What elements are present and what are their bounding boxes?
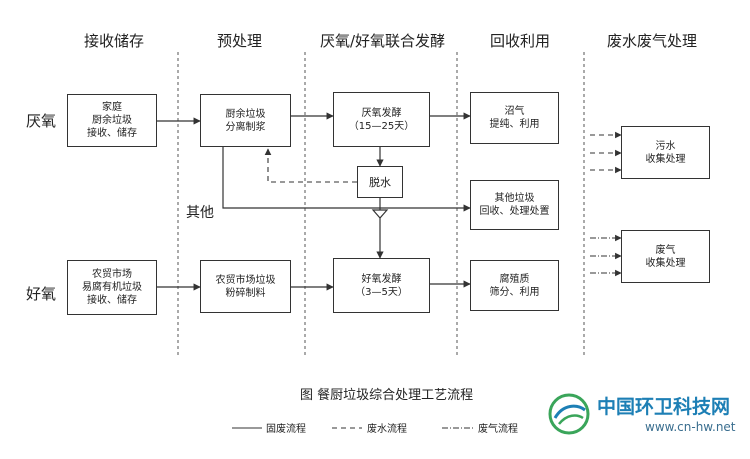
box-sewage-line2: 收集处理 <box>645 153 686 165</box>
box-kitchen-separation-line2: 分离制浆 <box>225 121 266 133</box>
box-home-collect-line3: 接收、储存 <box>87 128 137 139</box>
box-dehydrate: 脱水 <box>357 166 403 198</box>
box-exhaust-line1: 废气 <box>655 244 676 256</box>
row-label-aerobic: 好氧 <box>26 285 57 303</box>
figure-caption: 图 餐厨垃圾综合处理工艺流程 <box>300 388 474 403</box>
box-biogas: 沼气 提纯、利用 <box>470 92 559 144</box>
box-exhaust: 废气 收集处理 <box>621 230 710 283</box>
box-sewage: 污水 收集处理 <box>621 126 710 179</box>
column-header-receive-store: 接收储存 <box>84 32 145 50</box>
box-biogas-line1: 沼气 <box>504 106 525 117</box>
box-anaerobic-fermentation: 厌氧发酵 （15—25天） <box>333 92 430 147</box>
box-home-collect-line2: 厨余垃圾 <box>92 115 132 126</box>
column-separators <box>177 52 585 358</box>
box-anaerobic-fermentation-line2: （15—25天） <box>348 120 415 132</box>
row-label-anaerobic: 厌氧 <box>26 112 57 130</box>
box-humus-line2: 筛分、利用 <box>489 286 540 298</box>
box-market-collect-line2: 易腐有机垃圾 <box>82 282 142 293</box>
box-other-waste-line2: 回收、处理处置 <box>479 206 550 217</box>
box-anaerobic-fermentation-line1: 厌氧发酵 <box>361 107 402 119</box>
other-label: 其他 <box>186 205 214 221</box>
column-header-waste-treatment: 废水废气处理 <box>607 32 698 50</box>
box-kitchen-separation-line1: 厨余垃圾 <box>225 108 266 120</box>
box-aerobic-fermentation-line2: （3—5天） <box>355 286 408 298</box>
box-market-collect-line1: 农贸市场 <box>92 269 132 280</box>
box-other-waste: 其他垃圾 回收、处理处置 <box>470 180 559 230</box>
watermark-title: 中国环卫科技网 <box>597 396 731 418</box>
watermark-url: www.cn-hw.net <box>645 420 736 434</box>
box-sewage-line1: 污水 <box>655 140 676 152</box>
box-home-collect-line1: 家庭 <box>102 102 122 113</box>
box-aerobic-fermentation-line1: 好氧发酵 <box>361 273 402 285</box>
box-aerobic-fermentation: 好氧发酵 （3—5天） <box>333 258 430 313</box>
box-kitchen-separation: 厨余垃圾 分离制浆 <box>200 94 291 147</box>
box-biogas-line2: 提纯、利用 <box>489 119 540 130</box>
arrow-other-to-other-waste <box>222 147 471 212</box>
box-market-collect: 农贸市场 易腐有机垃圾 接收、储存 <box>67 260 157 315</box>
box-humus-line1: 腐殖质 <box>499 273 530 285</box>
box-exhaust-line2: 收集处理 <box>645 257 686 269</box>
column-header-pretreatment: 预处理 <box>217 32 263 50</box>
box-market-crush-line1: 农贸市场垃圾 <box>215 274 276 286</box>
box-humus: 腐殖质 筛分、利用 <box>470 260 559 311</box>
legend-dashdot-label: 废气流程 <box>478 424 518 435</box>
box-other-waste-line1: 其他垃圾 <box>494 193 535 204</box>
box-home-collect: 家庭 厨余垃圾 接收、储存 <box>67 94 157 147</box>
box-market-crush-line2: 粉碎制料 <box>225 287 266 299</box>
watermark-logo-icon <box>548 393 590 435</box>
column-header-fermentation: 厌氧/好氧联合发酵 <box>320 32 446 50</box>
column-header-recycle: 回收利用 <box>490 32 551 50</box>
box-market-crush: 农贸市场垃圾 粉碎制料 <box>200 260 291 313</box>
legend-dashed-label: 废水流程 <box>367 424 407 435</box>
box-market-collect-line3: 接收、储存 <box>87 295 137 306</box>
legend-solid-label: 固废流程 <box>266 424 306 435</box>
arrow-dehydrate-return <box>264 148 357 183</box>
box-dehydrate-line1: 脱水 <box>369 175 391 189</box>
